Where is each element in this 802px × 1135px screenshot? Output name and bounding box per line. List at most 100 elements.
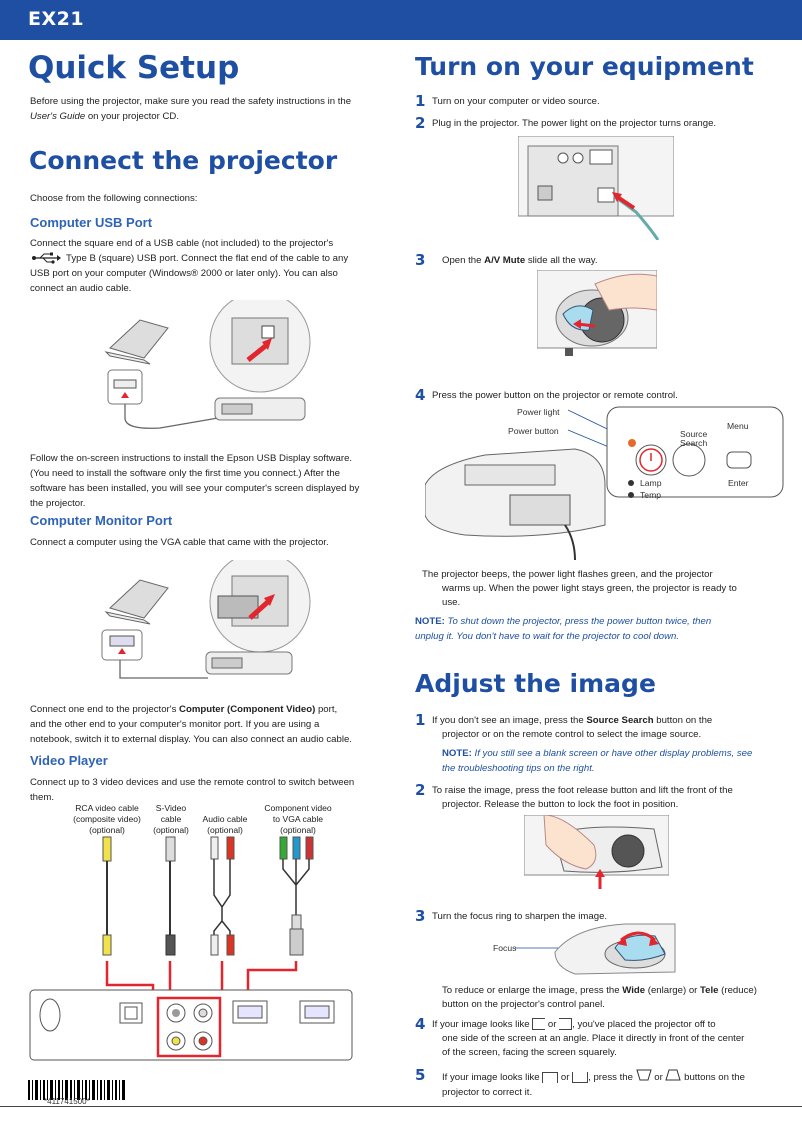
cable-label-rca: RCA video cable (composite video) (optio… (62, 803, 152, 836)
model-name: EX21 (28, 8, 85, 30)
a5-1e: buttons on the (681, 1072, 745, 1084)
step3-a: Open the (442, 255, 485, 266)
a4-line-2: one side of the screen at an angle. Plac… (442, 1033, 745, 1044)
usb-heading: Computer USB Port (30, 215, 153, 230)
rca-label-1: RCA video cable (75, 803, 139, 813)
step-number: 1 (415, 92, 426, 110)
cable-label-svideo: S-Video cable (optional) (145, 803, 197, 836)
a1-line-2: projector or on the remote control to se… (442, 729, 702, 740)
step-number: 4 (415, 1015, 426, 1033)
search-label: Search (680, 438, 708, 448)
adjust-step-3: Turn the focus ring to sharpen the image… (432, 911, 608, 922)
step-number: 3 (415, 907, 426, 925)
turn-on-heading: Turn on your equipment (415, 52, 754, 81)
svideo-label-3: (optional) (153, 825, 189, 835)
note-text-1: To shut down the projector, press the po… (444, 616, 712, 627)
power-light-label: Power light (517, 407, 560, 417)
keystone-up-button-icon (665, 1069, 682, 1086)
cable-label-audio: Audio cable (optional) (195, 814, 255, 836)
menu-label: Menu (727, 421, 749, 431)
a5-line-2: projector to correct it. (442, 1087, 533, 1098)
a4-1a: If your image looks like (432, 1019, 533, 1030)
shutdown-note: NOTE: To shut down the projector, press … (415, 614, 790, 644)
a1-note-text-1: If you still see a blank screen or have … (471, 748, 753, 759)
svideo-label-2: cable (160, 814, 182, 824)
monitor-port-text: Connect a computer using the VGA cable t… (30, 537, 329, 548)
turn-on-step-4: Press the power button on the projector … (432, 390, 678, 401)
header-bar: EX21 (0, 0, 802, 40)
svideo-label-1: S-Video (155, 803, 187, 813)
zoom-text: To reduce or enlarge the image, press th… (442, 984, 782, 1012)
note-line-2: unplug it. You don't have to wait for th… (415, 631, 680, 642)
usb-line-2-text: Type B (square) USB port. Connect the fl… (66, 253, 349, 264)
av-mute-label: A/V Mute (484, 255, 526, 266)
a1-1c: button on the (653, 715, 713, 726)
follow-line-4: the projector. (30, 498, 86, 509)
source-search-label: Source Search (680, 430, 707, 448)
a1-line-1: If you don't see an image, press the Sou… (432, 714, 782, 728)
step-number: 5 (415, 1066, 426, 1084)
control-panel-illustration (425, 406, 784, 560)
connect-intro: Choose from the following connections: (30, 193, 198, 204)
a5-1b: or (558, 1072, 573, 1084)
turn-on-step-2: Plug in the projector. The power light o… (432, 118, 717, 129)
usb-text: Connect the square end of a USB cable (n… (30, 236, 380, 296)
keystone-wide-top-icon (542, 1072, 559, 1083)
audio-label-2: (optional) (207, 825, 243, 835)
source-label: Source (680, 429, 708, 439)
a5-1d: or (651, 1072, 666, 1084)
intro-line-2-rest: on your projector CD. (85, 111, 179, 122)
comp-line-1: Connect one end to the projector's Compu… (30, 702, 380, 717)
page-title: Quick Setup (28, 50, 240, 86)
component-port-name: Computer (Component Video) (179, 704, 316, 715)
wide-label: Wide (622, 985, 646, 996)
a5-1c: , press the (588, 1072, 636, 1084)
zoom-1e: (reduce) (718, 985, 757, 996)
rca-label-2: (composite video) (73, 814, 141, 824)
a4-1b: or (545, 1019, 560, 1030)
video-player-text: Connect up to 3 video devices and use th… (30, 775, 380, 805)
adjust-step-2: To raise the image, press the foot relea… (432, 784, 782, 812)
a2-line-2: projector. Release the button to lock th… (442, 799, 679, 810)
foot-release-illustration (524, 815, 669, 889)
intro-line-2: User's Guide on your projector CD. (30, 109, 351, 124)
comp-line-1a: Connect one end to the projector's (30, 704, 180, 715)
keystone-down-button-icon (635, 1069, 652, 1086)
step3-c: slide all the way. (525, 255, 598, 266)
note-line-1: NOTE: To shut down the projector, press … (415, 614, 790, 629)
step-number: 2 (415, 114, 426, 132)
adjust-step-4: If your image looks like or , you've pla… (432, 1018, 782, 1060)
step-number: 1 (415, 711, 426, 729)
rca-label-3: (optional) (89, 825, 125, 835)
barcode-number: *411741500* (44, 1097, 90, 1106)
connect-heading: Connect the projector (29, 146, 338, 175)
turn-on-step-3: Open the A/V Mute slide all the way. (442, 254, 598, 268)
a2-line-1: To raise the image, press the foot relea… (432, 785, 733, 796)
comp-line-2: and the other end to your computer's mon… (30, 719, 320, 730)
zoom-1a: To reduce or enlarge the image, press th… (442, 985, 623, 996)
step-number: 3 (415, 251, 426, 269)
focus-ring-illustration (515, 923, 676, 975)
vga-connection-illustration (101, 560, 311, 679)
component-video-text: Connect one end to the projector's Compu… (30, 702, 380, 747)
focus-label: Focus (493, 943, 517, 953)
video-line-2: them. (30, 792, 54, 803)
monitor-port-heading: Computer Monitor Port (30, 513, 173, 528)
adjust-heading: Adjust the image (415, 669, 656, 698)
step-number: 2 (415, 781, 426, 799)
follow-line-2: (You need to install the software only t… (30, 468, 341, 479)
zoom-1c: (enlarge) or (645, 985, 701, 996)
page-bottom-rule (0, 1106, 802, 1107)
intro-line-1: Before using the projector, make sure yo… (30, 96, 352, 107)
component-label-1: Component video (264, 803, 332, 813)
users-guide-ref: User's Guide (30, 111, 86, 122)
a1-note-label: NOTE: (442, 748, 472, 759)
trapezoid-left-icon (532, 1018, 546, 1031)
note-label: NOTE: (415, 616, 445, 627)
a4-line-3: of the screen, facing the screen squarel… (442, 1047, 617, 1058)
beeps-line-3: use. (442, 597, 461, 608)
av-mute-illustration (537, 270, 657, 356)
adjust-step-5: If your image looks like or , press the … (442, 1069, 782, 1100)
temp-label: Temp (640, 490, 662, 500)
beeps-line-2: warms up. When the power light stays gre… (442, 583, 737, 594)
